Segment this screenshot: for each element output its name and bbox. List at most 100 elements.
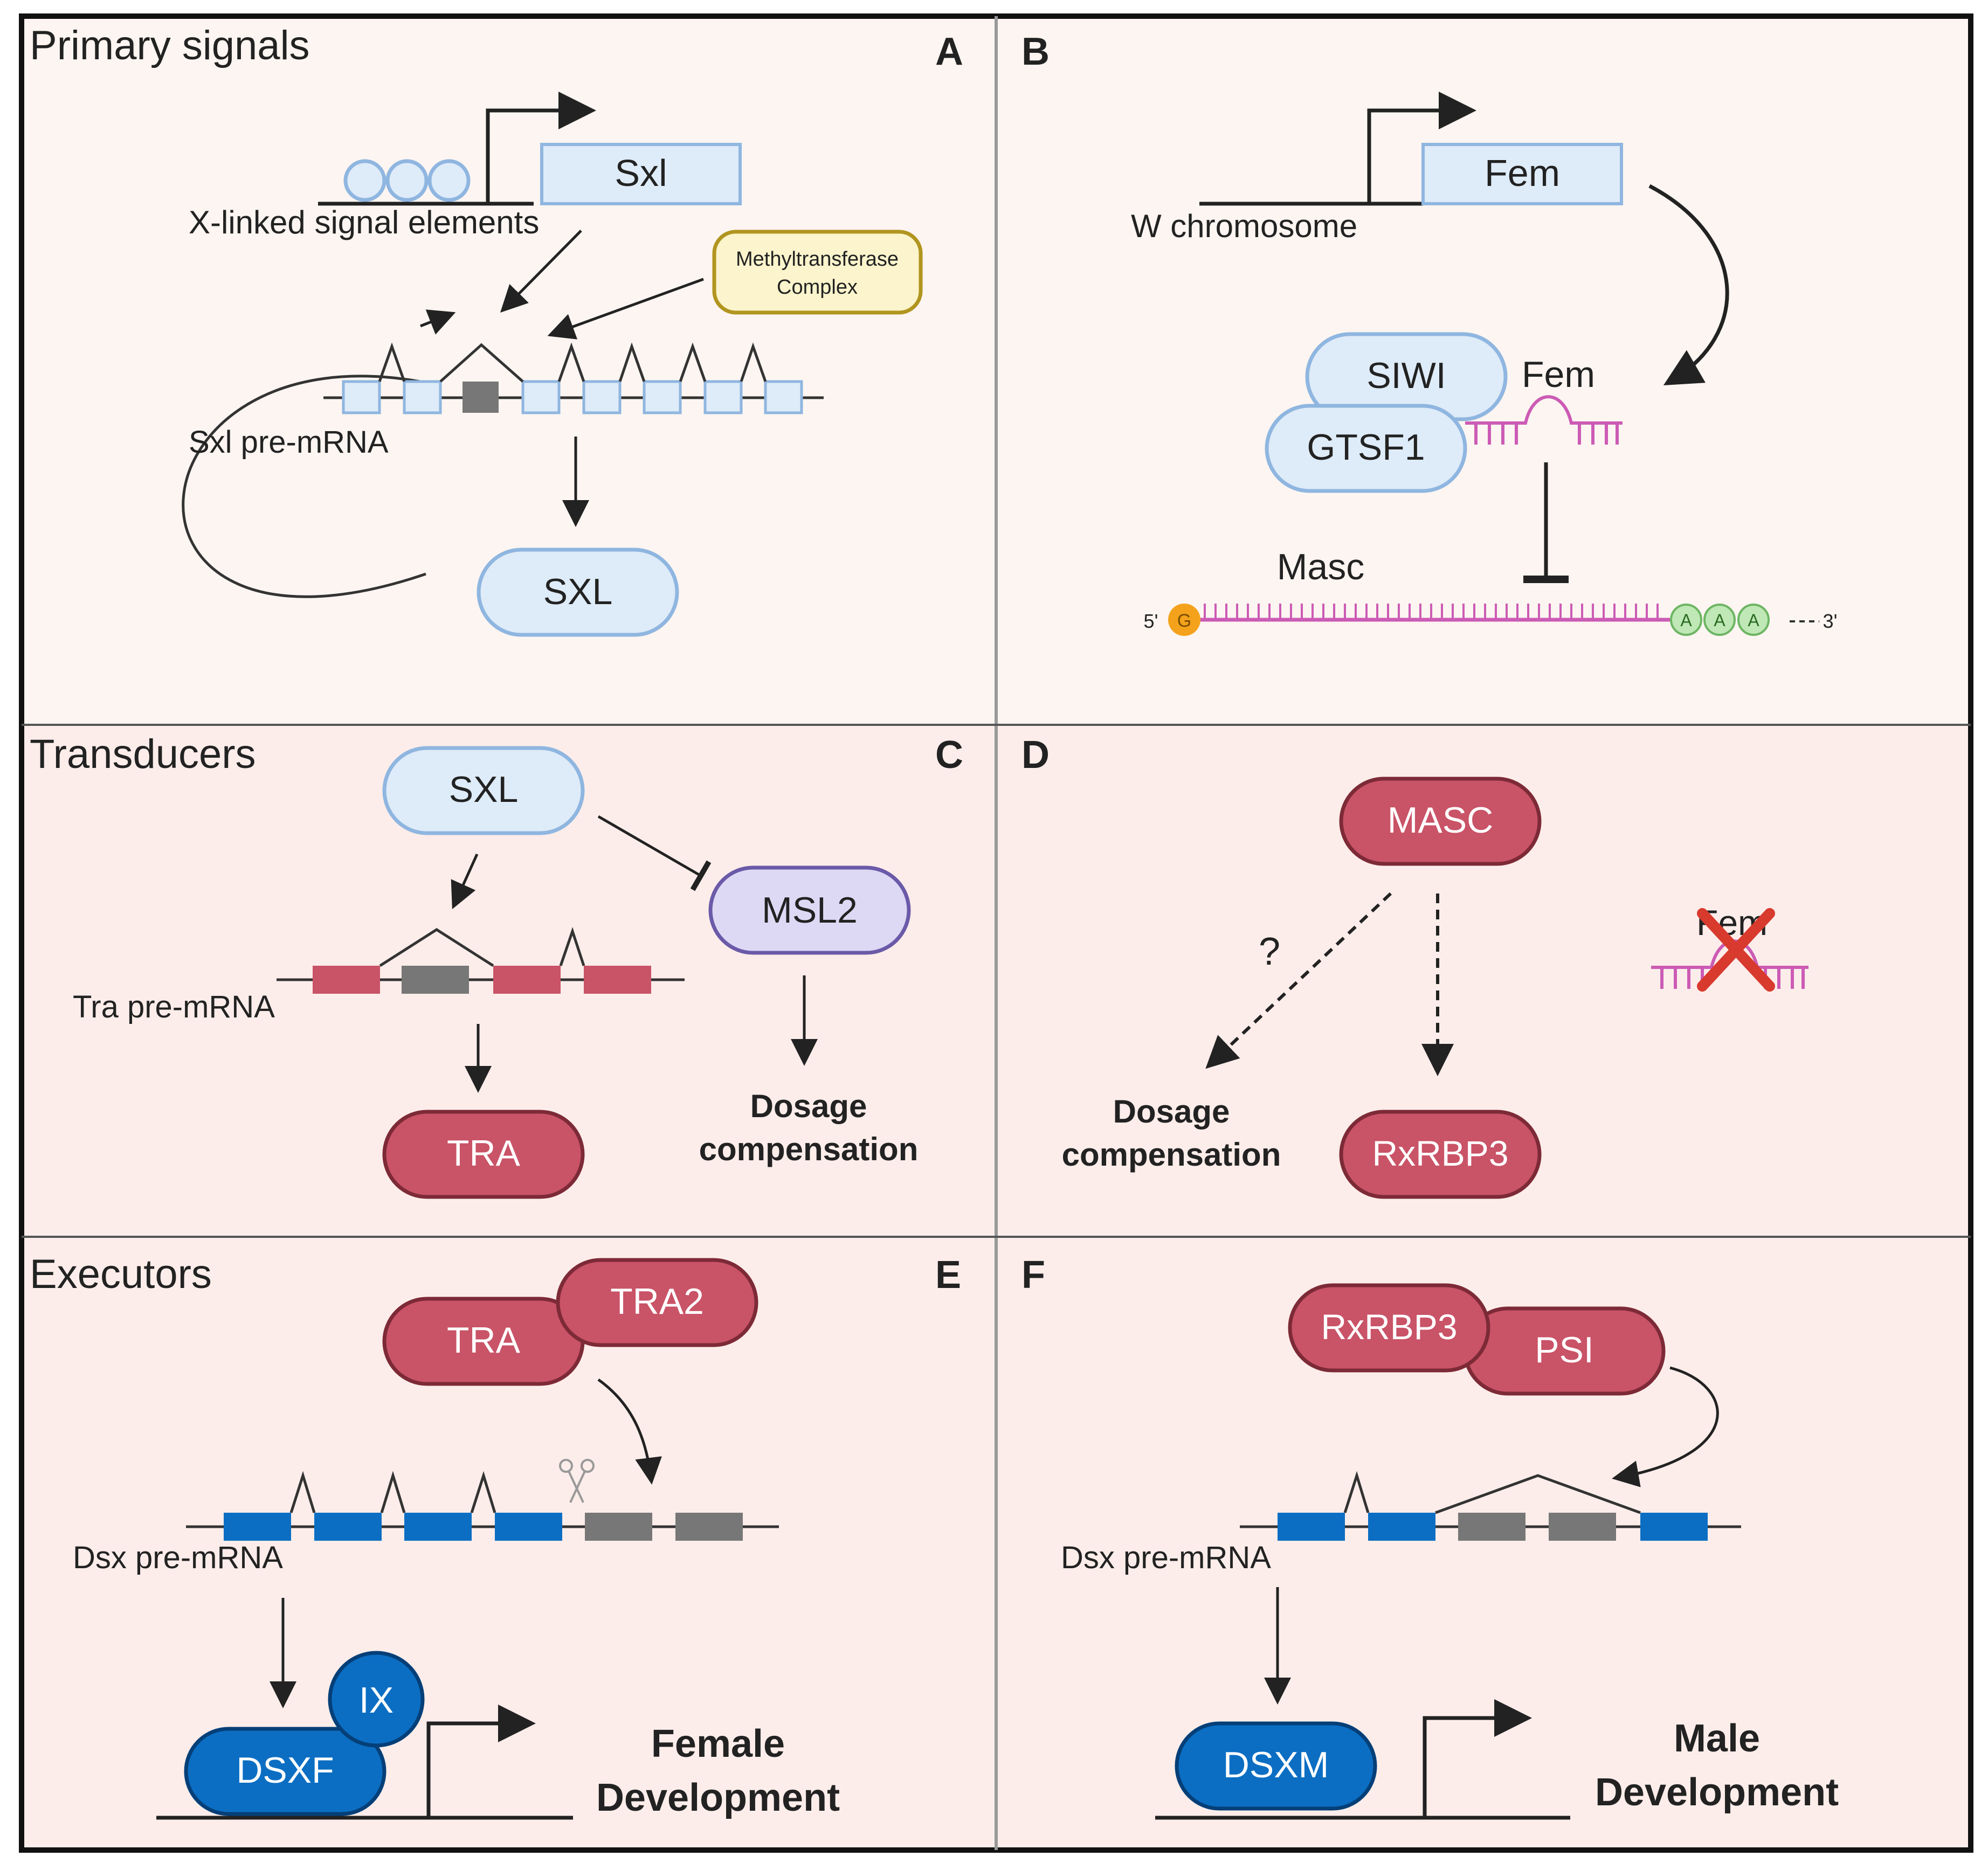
methyltransferase-line2: Complex bbox=[777, 276, 858, 299]
tra2-label: TRA2 bbox=[610, 1281, 704, 1322]
cap-label: G bbox=[1177, 611, 1191, 631]
rxrbp3-psi-to-dsx-arrow bbox=[1612, 1366, 1719, 1487]
sxl-promoter-arrow bbox=[486, 92, 596, 204]
msl2-label: MSL2 bbox=[762, 890, 858, 931]
row-title-transducers: Transducers bbox=[30, 731, 256, 777]
row-title-executors: Executors bbox=[30, 1251, 212, 1297]
row-titles: Primary signals Transducers Executors bbox=[30, 23, 309, 1297]
complex-to-premrna-arrow bbox=[547, 278, 704, 340]
signal-element-1 bbox=[343, 159, 386, 202]
female-promoter-arrow bbox=[426, 1705, 536, 1818]
rxrbp3-protein-d bbox=[1339, 1110, 1542, 1199]
masc-mrna-ticks bbox=[1204, 604, 1659, 620]
sxl-inhibits-msl2 bbox=[597, 815, 712, 891]
polya-2 bbox=[1703, 604, 1736, 636]
panel-letter-e: E bbox=[935, 1253, 961, 1297]
female-development-line2: Development bbox=[596, 1776, 840, 1819]
sxl-gene-box bbox=[540, 143, 742, 205]
panel-c: SXL MSL2 Tra pre-mRNA TRA Dosage compens… bbox=[73, 746, 919, 1199]
sxl-male-exon bbox=[463, 382, 499, 413]
tra-protein bbox=[382, 1110, 585, 1199]
dsx-skipped-exons-f bbox=[1458, 1513, 1616, 1541]
fem-to-pirna-arrow bbox=[1648, 184, 1729, 386]
fem-pirna bbox=[1465, 395, 1623, 445]
dsx-female-exons bbox=[224, 1513, 562, 1541]
tra2-protein bbox=[556, 1258, 758, 1347]
gtsf1-protein bbox=[1265, 404, 1467, 493]
sxl-autoregulation-loop bbox=[182, 375, 426, 598]
masc-mrna-label: Masc bbox=[1277, 546, 1364, 587]
tra-exon-1 bbox=[313, 966, 380, 994]
five-prime-label: 5' bbox=[1144, 610, 1158, 632]
dsx-male-isoform-exons bbox=[1278, 1513, 1708, 1541]
three-prime-label: 3' bbox=[1823, 610, 1838, 632]
methyltransferase-line1: Methyltransferase bbox=[736, 248, 899, 271]
fem-promoter-arrow bbox=[1367, 92, 1476, 204]
male-development-line1: Male bbox=[1674, 1717, 1760, 1760]
panel-letters: A B C D E F bbox=[935, 30, 1050, 1297]
tra-protein-label: TRA bbox=[447, 1133, 521, 1174]
masc-protein-label: MASC bbox=[1388, 800, 1493, 841]
dosage-compensation-c-line2: compensation bbox=[699, 1131, 919, 1167]
methyltransferase-complex-box bbox=[712, 230, 923, 315]
polya-3 bbox=[1737, 604, 1770, 636]
tra-exon-4 bbox=[584, 966, 651, 994]
ix-protein bbox=[328, 1651, 425, 1748]
masc-protein bbox=[1339, 777, 1542, 866]
dsx-premrna-e-label: Dsx pre-mRNA bbox=[73, 1540, 283, 1575]
dosage-compensation-d-line1: Dosage bbox=[1113, 1093, 1230, 1130]
tra-e-label: TRA bbox=[447, 1320, 521, 1361]
signal-element-3 bbox=[427, 159, 471, 202]
sxl-premrna-exons bbox=[342, 380, 803, 414]
dsx-female-splice-junctions bbox=[289, 1471, 496, 1513]
panel-borders bbox=[19, 13, 1973, 1853]
tra-splice-junctions bbox=[379, 927, 585, 967]
question-mark: ? bbox=[1259, 930, 1280, 973]
masc-to-dosage-dashed-arrow bbox=[1205, 892, 1392, 1069]
panel-letter-b: B bbox=[1021, 30, 1050, 73]
dsxm-label: DSXM bbox=[1223, 1744, 1329, 1785]
dosage-compensation-c-line1: Dosage bbox=[750, 1088, 867, 1124]
dsxf-protein bbox=[184, 1727, 386, 1816]
five-prime-cap bbox=[1168, 604, 1200, 636]
tra-exon-3 bbox=[493, 966, 561, 994]
signal-element-2 bbox=[385, 159, 429, 202]
rxrbp3-f-label: RxRBP3 bbox=[1321, 1307, 1457, 1347]
gtsf1-label: GTSF1 bbox=[1307, 427, 1425, 468]
dsx-male-splice-junctions bbox=[1343, 1471, 1641, 1514]
panel-d: MASC ? Dosage compensation RxRBP3 Fem bbox=[1062, 777, 1808, 1199]
scissors-icon bbox=[559, 1459, 595, 1503]
sxl-to-premrna-arrow bbox=[500, 230, 582, 313]
ix-label: IX bbox=[359, 1680, 394, 1721]
panel-letter-d: D bbox=[1021, 733, 1050, 777]
dsx-male-exons-e bbox=[585, 1513, 743, 1541]
x-linked-signal-label: X-linked signal elements bbox=[189, 204, 539, 240]
sxl-protein-label: SXL bbox=[543, 571, 613, 612]
dosage-compensation-d-line2: compensation bbox=[1062, 1137, 1281, 1173]
polya-label-3: A bbox=[1748, 611, 1759, 630]
polya-label-2: A bbox=[1714, 611, 1725, 630]
dsxf-label: DSXF bbox=[236, 1750, 334, 1791]
dsxm-protein bbox=[1175, 1721, 1377, 1811]
tra-tra2-to-dsx-arrow bbox=[597, 1378, 662, 1485]
polya-label-1: A bbox=[1680, 611, 1692, 630]
dsx-premrna-f-label: Dsx pre-mRNA bbox=[1061, 1540, 1271, 1575]
sxl-premrna-label: Sxl pre-mRNA bbox=[189, 425, 389, 460]
rxrbp3-protein-f bbox=[1288, 1283, 1490, 1373]
male-development-line2: Development bbox=[1595, 1771, 1839, 1814]
cross-icon bbox=[1697, 908, 1775, 992]
sxl-protein bbox=[477, 548, 679, 637]
female-development-line1: Female bbox=[651, 1722, 785, 1765]
panel-letter-a: A bbox=[935, 30, 963, 73]
sxl-to-tra-arrow bbox=[451, 853, 479, 910]
fem-pirna-label: Fem bbox=[1522, 354, 1595, 395]
row-title-primary-signals: Primary signals bbox=[30, 23, 309, 68]
sxl-splice-junctions bbox=[378, 342, 767, 383]
psi-label: PSI bbox=[1535, 1329, 1594, 1370]
panel-letter-f: F bbox=[1021, 1253, 1045, 1297]
loop-arrowhead bbox=[420, 309, 456, 335]
sxl-protein-c-label: SXL bbox=[449, 769, 519, 810]
panel-e: TRA TRA2 Dsx pre-mRNA bbox=[73, 1258, 840, 1820]
fem-gene-label: Fem bbox=[1485, 152, 1560, 194]
